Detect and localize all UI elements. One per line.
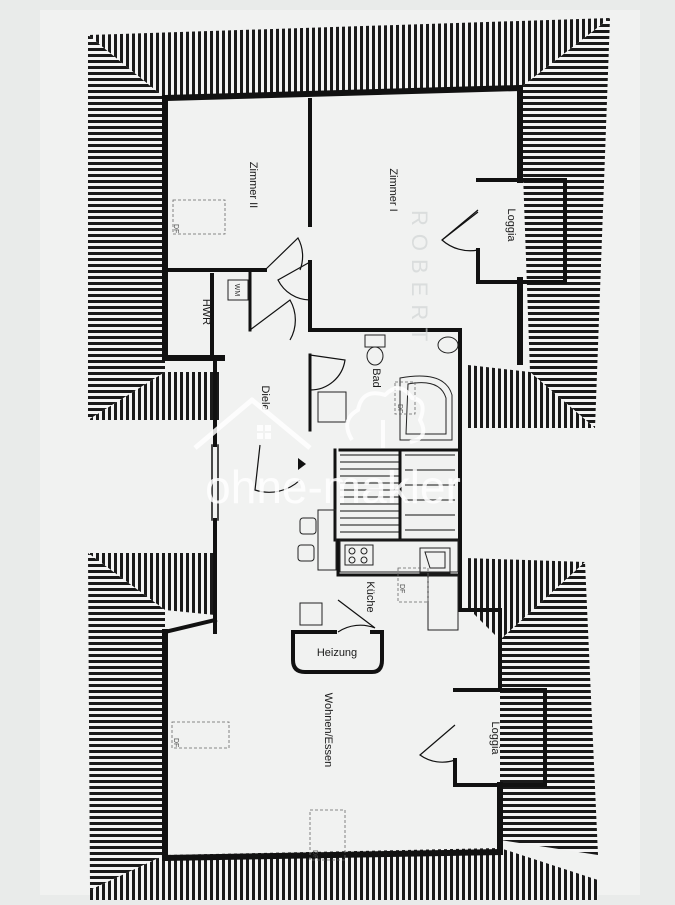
room-label-zimmer-1: Zimmer I [387,168,399,211]
room-label-bad: Bad [370,368,382,388]
door-swings [249,209,479,763]
watermark-vertical-text: ROBERT [407,210,432,349]
skylight-label: DF [172,224,179,233]
house-logo-icon [193,386,426,450]
room-label-kueche: Küche [364,581,376,612]
skylight-label: DF [311,850,318,859]
roof-hatching-lower [88,553,598,900]
skylight-label: DF [398,584,405,593]
fixtures [227,279,459,631]
walls [161,84,567,862]
room-label-wohnen-essen: Wohnen/Essen [322,693,334,767]
skylight-label: DF [172,738,179,747]
skylight-label: DF [396,404,403,413]
room-label-wm: WM [233,284,240,297]
watermark-brand: ohne-makler [205,461,461,513]
room-label-loggia-bottom: Loggia [489,721,501,755]
stairs [298,454,455,533]
room-label-zimmer-2: Zimmer II [247,162,259,208]
room-label-hwr: HWR [200,299,212,325]
watermark: ROBERT ohne-makler [193,210,461,513]
roof-hatching-upper [88,18,610,428]
room-label-heizung: Heizung [317,647,357,659]
room-label-loggia-top: Loggia [505,208,517,242]
room-label-diele: Diele [259,385,271,410]
